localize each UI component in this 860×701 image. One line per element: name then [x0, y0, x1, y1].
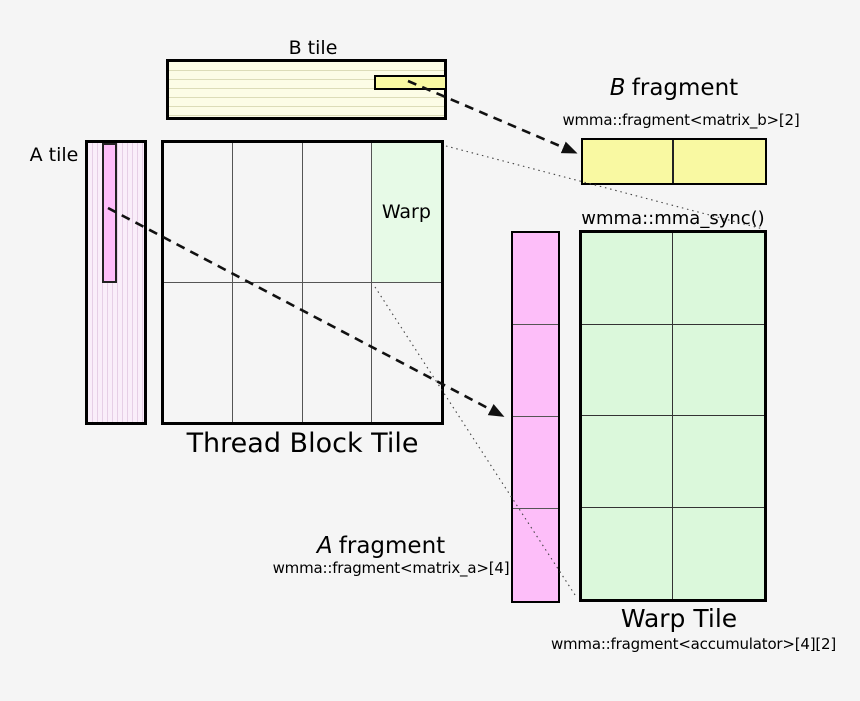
- a-fragment-title-letter: A: [316, 533, 333, 559]
- warp-cell: Warp: [371, 143, 441, 283]
- thread-block-tile-box: Warp: [161, 140, 444, 425]
- warp-cell-label: Warp: [381, 201, 431, 224]
- a-fragment-code-label: wmma::fragment<matrix_a>[4]: [272, 559, 510, 577]
- warp-tile-code-label: wmma::fragment<accumulator>[4][2]: [550, 635, 837, 653]
- b-fragment-code-label: wmma::fragment<matrix_b>[2]: [562, 111, 800, 129]
- mma-sync-label: wmma::mma_sync(): [581, 208, 765, 229]
- thread-block-cell: [233, 143, 303, 283]
- thread-block-tile-label: Thread Block Tile: [186, 428, 419, 459]
- warp-tile-cell: [673, 416, 764, 508]
- a-fragment-cell: [513, 325, 558, 417]
- b-fragment-cell: [674, 140, 765, 183]
- a-fragment-cell: [513, 417, 558, 509]
- warp-tile-cell: [582, 324, 673, 416]
- thread-block-cell: [303, 282, 372, 422]
- thread-block-cell: [302, 143, 372, 283]
- b-tile-highlight: [374, 75, 447, 90]
- warp-tile-cell: [673, 233, 764, 325]
- warp-tile-cell: [673, 325, 764, 416]
- thread-block-cell: [233, 282, 303, 422]
- b-tile-label: B tile: [288, 37, 338, 59]
- b-fragment-title-rest: fragment: [631, 75, 739, 101]
- a-fragment-cell: [513, 233, 558, 325]
- b-fragment-title-letter: B: [609, 75, 626, 101]
- b-fragment-box: [581, 138, 767, 185]
- a-fragment-title-rest: fragment: [338, 533, 446, 559]
- warp-tile-label: Warp Tile: [620, 604, 738, 633]
- a-fragment-cell: [513, 509, 558, 601]
- a-tile-label: A tile: [29, 144, 79, 166]
- warp-tile-cell: [582, 233, 673, 325]
- warp-tile-cell: [582, 416, 673, 508]
- a-fragment-box: [511, 231, 560, 603]
- warp-tile-box: [579, 230, 767, 602]
- thread-block-cell: [164, 143, 234, 283]
- warp-tile-cell: [673, 508, 764, 600]
- thread-block-cell: [164, 282, 234, 422]
- thread-block-cell: [372, 283, 441, 423]
- a-tile-highlight: [102, 143, 117, 283]
- warp-tile-cell: [582, 507, 673, 599]
- b-fragment-cell: [583, 140, 674, 183]
